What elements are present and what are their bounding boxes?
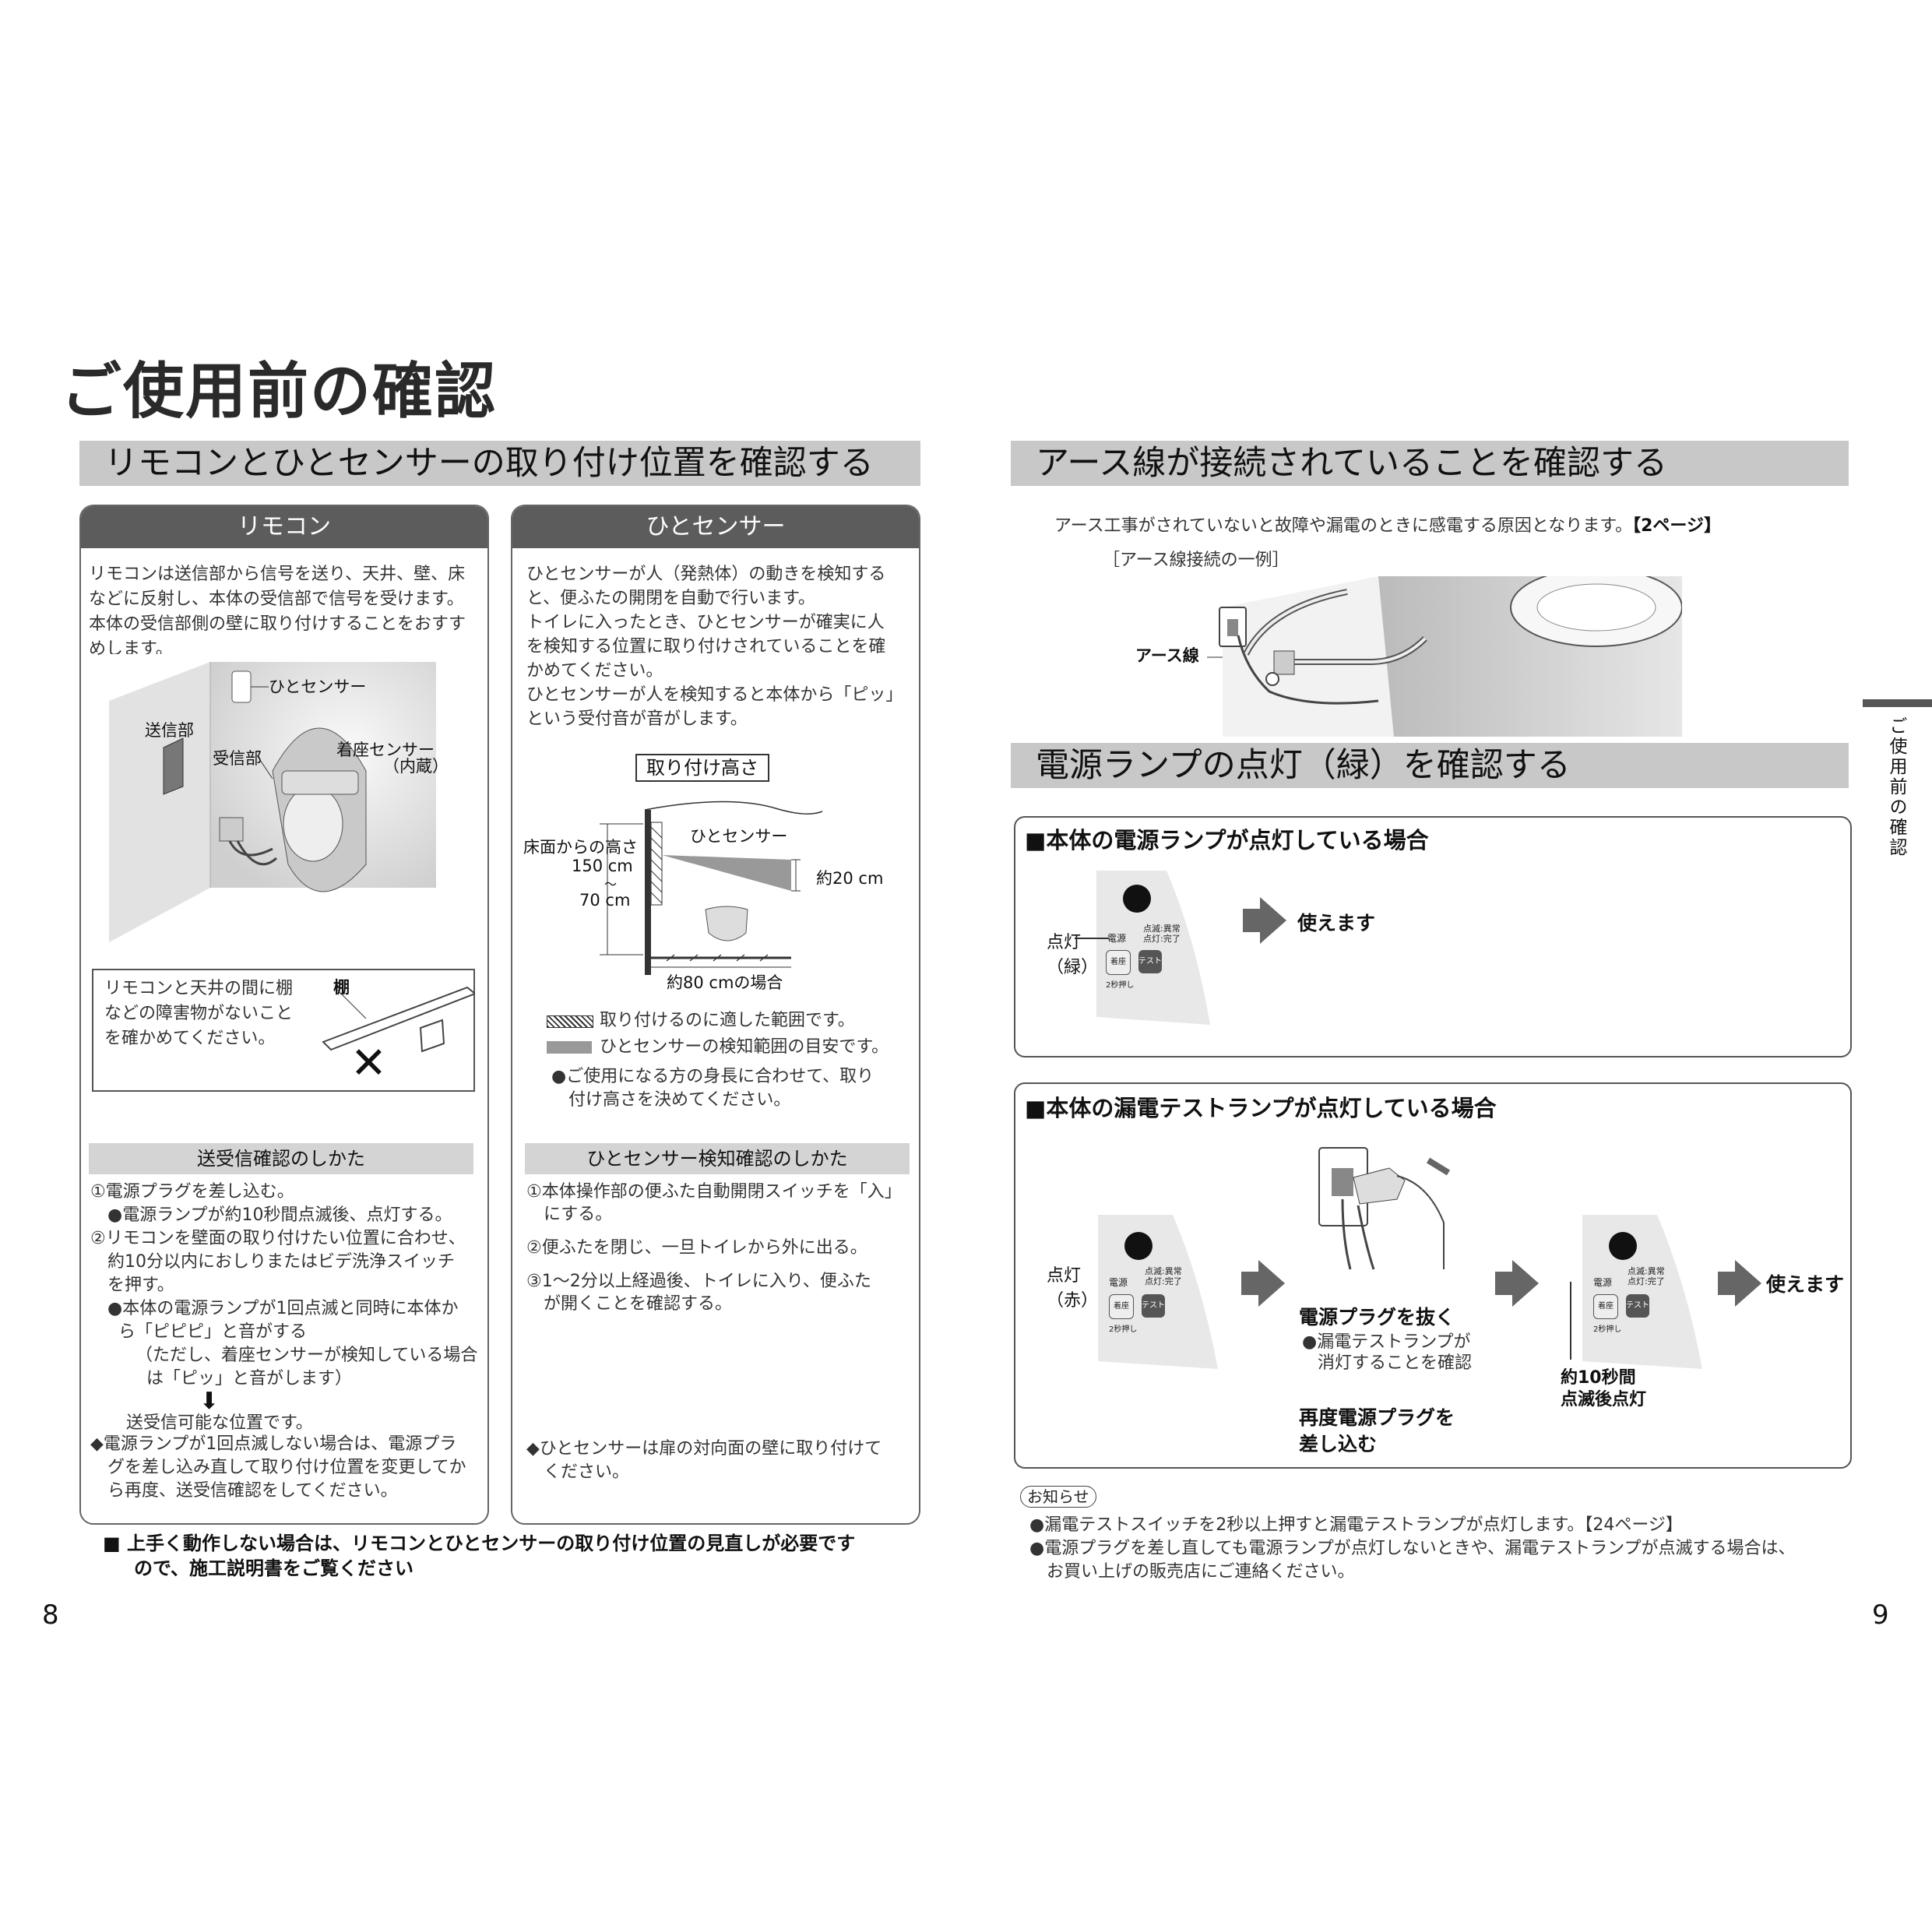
footer-note: ■ 上手く動作しない場合は、リモコンとひとセンサーの取り付け位置の見直しが必要で… [103,1533,856,1579]
unplug-note: ●漏電テストランプが 消灯することを確認 [1302,1332,1473,1373]
arrow-right-icon [1495,1260,1539,1307]
section-heading-remocon-sensor: リモコンとひとセンサーの取り付け位置を確認する [79,441,920,486]
panel-hold-label: 2秒押し [1593,1325,1622,1334]
sensor-height-diagram [600,801,823,981]
shelf-label: 棚 [333,978,350,997]
hitosensor-panel: ひとセンサー [511,505,920,1525]
label-diagram-sensor: ひとセンサー [690,827,788,846]
install-height-title: 取り付け高さ [635,754,769,782]
notice-list: ●漏電テストスイッチを2秒以上押すと漏電テストランプが点灯します。【24ページ】… [1029,1515,1796,1582]
panel-status-legend: 点滅:異常点灯:完了 [1628,1266,1665,1286]
panel-status-legend: 点滅:異常点灯:完了 [1143,924,1181,944]
label-sensor: ひとセンサー [269,677,367,696]
seat-button: 着座 [1106,950,1131,975]
label-seat-sensor-note: （内蔵） [383,757,449,776]
x-mark-icon: ✕ [350,1038,387,1089]
lit-label-red: 点灯（赤） [1047,1266,1099,1311]
power-lamp-box [1014,816,1852,1057]
arrow-right-icon [1241,1260,1285,1307]
panel-power-label: 電源 [1109,1277,1128,1288]
panel-hold-label: 2秒押し [1106,981,1135,990]
earth-warning-text: アース工事がされていないと故障や漏電のときに感電する原因となります。【2ページ】 [1054,516,1721,536]
arrow-right-icon [1243,897,1286,944]
hitosensor-description: ひとセンサーが人（発熱体）の動きを検知する と、便ふたの開閉を自動で行います。 … [526,565,903,729]
panel-power-label: 電源 [1593,1277,1613,1288]
remocon-description: リモコンは送信部から信号を送り、天井、壁、床 などに反射し、本体の受信部で信号を… [89,565,466,659]
arrow-right-icon [1718,1260,1761,1307]
notice-label: お知らせ [1020,1486,1096,1508]
hitosensor-panel-header: ひとセンサー [512,506,919,548]
remocon-shelf-notice [92,969,475,1092]
page-title: ご使用前の確認 [61,357,498,427]
unplug-label: 電源プラグを抜く [1299,1306,1455,1328]
label-tilde: 〜 [604,877,618,892]
remocon-check-title: 送受信確認のしかた [89,1143,473,1174]
down-arrow-icon: ⬇ [199,1388,220,1415]
label-seat-sensor: 着座センサー [336,741,435,759]
shelf-notice-text: リモコンと天井の間に棚 などの障害物がないこと を確かめてください。 [104,979,294,1048]
page-number-left: 8 [42,1599,59,1631]
unplug-illustration [1318,1147,1451,1270]
label-transmitter: 送信部 [145,721,194,740]
shelf-illustration [322,986,475,1053]
remocon-panel: リモコン [79,505,489,1525]
legend-gray-swatch [547,1041,592,1054]
lamp-circle-icon [1123,885,1151,913]
label-height-top: 150 cm [572,857,633,875]
leak-test-box [1014,1082,1852,1469]
seat-button: 着座 [1593,1294,1618,1319]
hitosensor-warning: ◆ひとセンサーは扉の対向面の壁に取り付けて ください。 [526,1439,882,1482]
test-button: テスト [1142,1294,1165,1318]
legend-suitable-range: 取り付けるのに適した範囲です。 [600,1011,855,1030]
panel-status-legend: 点滅:異常点灯:完了 [1145,1266,1182,1286]
panel-power-label: 電源 [1107,933,1127,944]
earth-wire-illustration [1191,576,1682,737]
pointer-line [1075,938,1109,939]
label-earth-wire: アース線 [1135,646,1199,665]
legend-detection-range: ひとセンサーの検知範囲の目安です。 [600,1037,889,1057]
control-panel-red [1098,1215,1218,1369]
control-panel-green [1096,871,1210,1025]
earth-example-label: ［アース線接続の一例］ [1103,551,1290,570]
label-room-width: 約80 cmの場合 [667,973,783,992]
replug-label: 再度電源プラグを差し込む [1299,1406,1455,1455]
hitosensor-height-note: ●ご使用になる方の身長に合わせて、取り 付け高さを決めてください。 [551,1067,875,1110]
remocon-warning: ◆電源ランプが1回点滅しない場合は、電源プラ グを差し込み直して取り付け位置を変… [90,1434,466,1501]
test-button: テスト [1626,1294,1649,1318]
leak-test-box-title: ■本体の漏電テストランプが点灯している場合 [1025,1095,1497,1121]
hitosensor-check-steps: ①本体操作部の便ふた自動開閉スイッチを「入」 にする。 ②便ふたを閉じ、一旦トイ… [526,1182,902,1314]
hitosensor-check-title: ひとセンサー検知確認のしかた [525,1143,910,1174]
control-panel-after [1582,1215,1702,1369]
legend-hatch-swatch [547,1015,593,1028]
label-height-bottom: 70 cm [579,891,631,910]
remocon-result: 送受信可能な位置です。 [126,1413,313,1433]
section-heading-lamp: 電源ランプの点灯（緑）を確認する [1011,743,1849,788]
seat-button: 着座 [1109,1294,1134,1319]
side-tab-label: ご使用前の確認 [1886,716,1906,858]
lit-label-green: 点灯（緑） [1047,933,1099,977]
after-replug-label: 約10秒間点滅後点灯 [1561,1368,1647,1409]
label-detection-range: 約20 cm [816,869,884,888]
box1-result: 使えます [1297,912,1376,934]
panel-hold-label: 2秒押し [1109,1325,1138,1334]
lamp-circle-icon [1609,1232,1637,1260]
side-tab-bar [1863,699,1932,707]
pointer-line [1570,1282,1571,1360]
section-heading-earth: アース線が接続されていることを確認する [1011,441,1849,486]
test-button: テスト [1138,950,1162,973]
remocon-check-steps: ①電源プラグを差し込む。 ●電源ランプが約10秒間点滅後、点灯する。 ②リモコン… [90,1182,478,1388]
power-lamp-box-title: ■本体の電源ランプが点灯している場合 [1025,827,1429,853]
page-number-right: 9 [1872,1599,1889,1631]
lamp-circle-icon [1124,1232,1153,1260]
label-receiver: 受信部 [213,749,262,768]
box2-result: 使えます [1766,1273,1845,1296]
toilet-room-illustration [109,654,452,950]
remocon-panel-header: リモコン [81,506,487,548]
label-floor-height: 床面からの高さ [523,838,638,857]
